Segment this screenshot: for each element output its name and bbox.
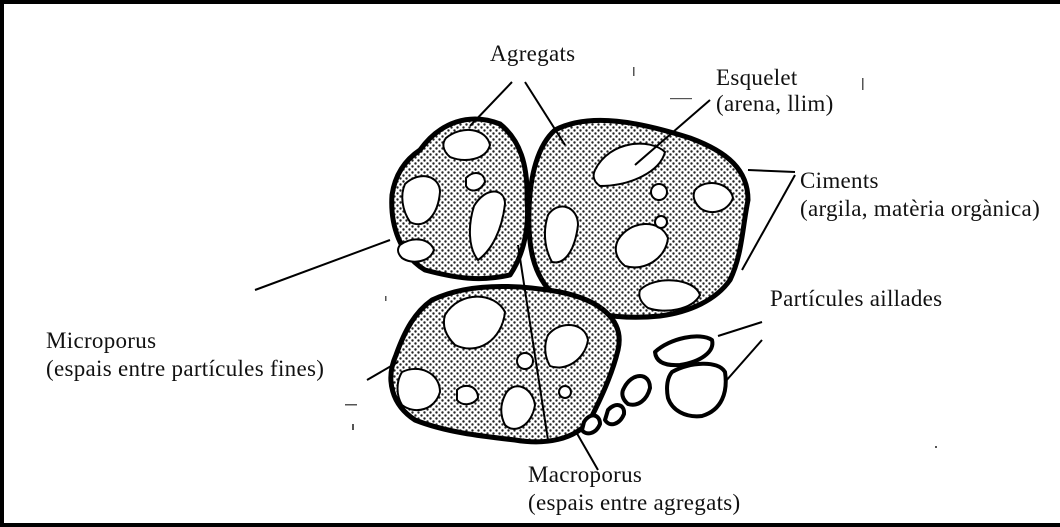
label-ciments: Ciments bbox=[800, 166, 879, 196]
sand-grain bbox=[398, 239, 434, 261]
label-microporus-sub: (espais entre partícules fines) bbox=[46, 354, 324, 384]
sand-grain bbox=[517, 353, 533, 369]
sand-grain bbox=[443, 130, 490, 160]
label-ciments-sub: (argila, matèria orgànica) bbox=[800, 194, 1040, 224]
label-macroporus: Macroporus bbox=[528, 460, 642, 490]
label-agregats: Agregats bbox=[490, 39, 575, 69]
aggregate-top-right bbox=[529, 120, 748, 317]
sand-grain bbox=[694, 183, 733, 212]
sand-grain bbox=[398, 369, 441, 410]
label-esquelet-sub: (arena, llim) bbox=[716, 89, 834, 119]
label-macroporus-sub: (espais entre agregats) bbox=[528, 488, 741, 518]
label-microporus: Microporus bbox=[46, 326, 156, 356]
aggregate-top-left bbox=[392, 119, 528, 279]
sand-grain bbox=[655, 216, 667, 228]
sand-grain bbox=[559, 386, 571, 398]
sand-grain bbox=[651, 184, 667, 200]
sand-grain bbox=[457, 386, 478, 404]
label-particules: Partícules aillades bbox=[770, 284, 942, 314]
